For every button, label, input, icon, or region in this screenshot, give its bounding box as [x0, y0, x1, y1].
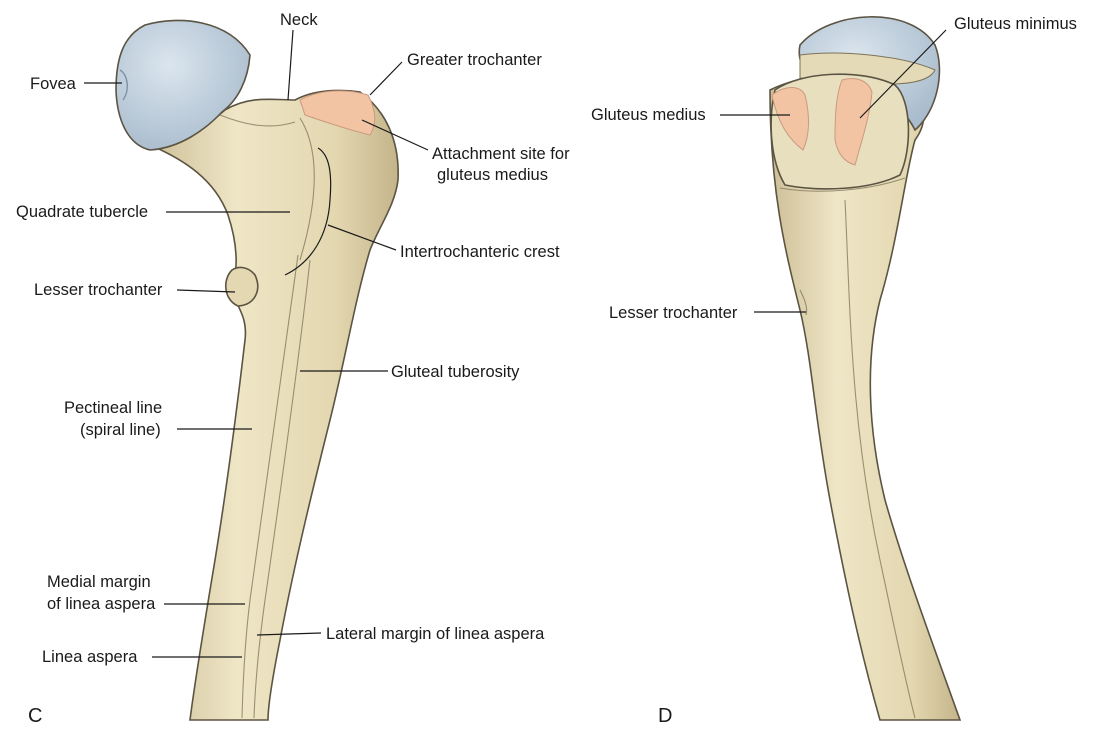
label-medial-margin-1: Medial margin: [47, 573, 151, 591]
label-lesser-trochanter-c: Lesser trochanter: [34, 281, 163, 299]
trochanter-base-detail: [779, 177, 906, 192]
shaft-d-detail: [844, 199, 916, 719]
leader-intertrochanteric-crest: [327, 224, 397, 251]
panel-letter-c: C: [28, 705, 42, 727]
labels-d: Gluteus minimus Gluteus medius Lesser tr…: [591, 15, 1077, 727]
gluteus-medius-attachment-c: [299, 90, 376, 136]
neck-detail: [219, 114, 296, 127]
intertrochanteric-crest-bracket: [284, 147, 332, 276]
femoral-head-c: [115, 19, 251, 151]
label-lesser-trochanter-d: Lesser trochanter: [609, 304, 738, 322]
label-intertrochanteric-crest: Intertrochanteric crest: [400, 243, 560, 261]
femur-lateral-view-d: [769, 16, 962, 721]
shaft-ridge-detail-2: [241, 254, 299, 719]
lesser-trochanter-c: [225, 266, 259, 307]
label-medial-margin-2: of linea aspera: [47, 595, 156, 613]
label-pectineal-line-2: (spiral line): [80, 421, 161, 439]
panel-letter-d: D: [658, 705, 672, 727]
label-quadrate-tubercle: Quadrate tubercle: [16, 203, 148, 221]
lesser-trochanter-d-detail: [799, 289, 808, 316]
leader-lines: [84, 29, 947, 658]
gluteus-medius-attachment-d: [771, 87, 809, 151]
label-fovea: Fovea: [30, 75, 77, 93]
label-gluteus-medius: Gluteus medius: [591, 106, 706, 124]
label-gluteal-tuberosity: Gluteal tuberosity: [391, 363, 520, 381]
labels-c: Fovea Neck Greater trochanter Attachment…: [16, 11, 570, 727]
label-pectineal-line-1: Pectineal line: [64, 399, 162, 417]
leader-lateral-margin: [256, 632, 322, 636]
shaft-ridge-detail-1: [253, 259, 311, 719]
label-linea-aspera: Linea aspera: [42, 648, 138, 666]
label-lateral-margin: Lateral margin of linea aspera: [326, 625, 545, 643]
label-greater-trochanter: Greater trochanter: [407, 51, 542, 69]
femur-c-bone: [149, 89, 399, 721]
leader-greater-trochanter: [369, 61, 403, 96]
label-attachment-site-line2: gluteus medius: [437, 166, 548, 184]
label-attachment-site-line1: Attachment site for: [432, 145, 570, 163]
leader-gluteus-minimus: [859, 29, 947, 119]
label-gluteus-minimus: Gluteus minimus: [954, 15, 1077, 33]
gluteus-minimus-attachment: [834, 78, 873, 166]
fovea-pit: [119, 69, 128, 101]
leader-neck: [287, 29, 294, 101]
label-neck: Neck: [280, 11, 318, 29]
leader-lesser-trochanter-c: [176, 289, 236, 293]
intertrochanteric-ridge-detail: [299, 117, 315, 261]
leader-attachment-site: [361, 119, 429, 151]
femur-posterior-view-c: [115, 19, 399, 721]
